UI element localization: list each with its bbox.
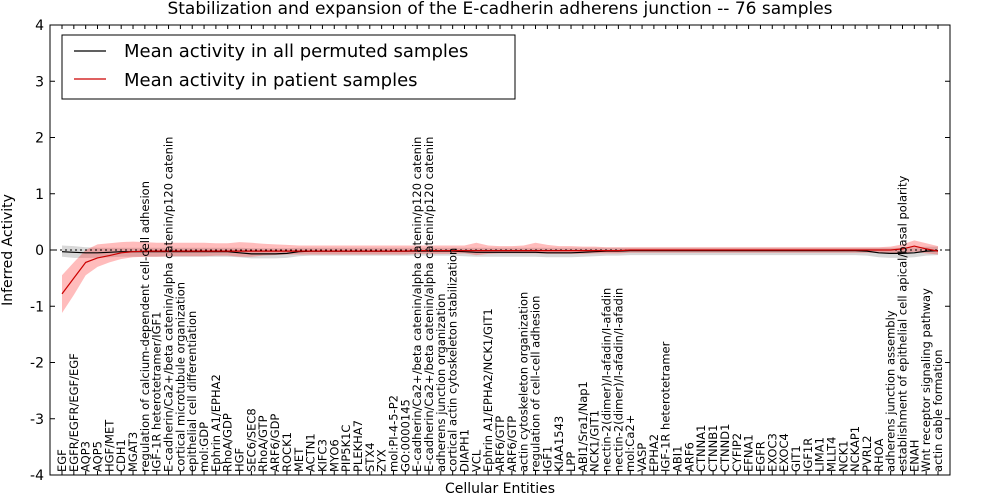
category-label: PVRL2 <box>860 435 874 472</box>
y-tick-label: -4 <box>30 468 44 484</box>
plot-area: -4 -3 -2 -1 0 1 2 3 4EGFEGFR/EGFR/EGF/EGFAQP3AQP… <box>30 18 951 484</box>
category-label: HGF <box>233 448 247 472</box>
category-label: MET <box>292 447 306 472</box>
category-label: establishment of epithelial cell apical/… <box>896 176 910 472</box>
category-label: EFNA1 <box>742 434 756 472</box>
category-label: EPHA2 <box>647 434 661 472</box>
category-label: nectin-2(dimer)/I-afadin/I-afadin <box>600 288 614 472</box>
category-label: mol:Ca2+ <box>623 415 637 472</box>
y-tick-label: 1 <box>35 187 44 203</box>
category-label: HGF/MET <box>102 419 116 472</box>
legend-label-patient: Mean activity in patient samples <box>124 70 418 91</box>
category-label: LPP <box>564 452 578 472</box>
chart-title: Stabilization and expansion of the E-cad… <box>167 0 832 19</box>
category-label: adherens junction assembly <box>884 310 898 472</box>
category-label: RhoA/GDP <box>221 413 235 472</box>
category-label: EGF <box>55 449 69 472</box>
category-label: STX4 <box>363 442 377 472</box>
category-label: KIFC3 <box>315 439 329 472</box>
category-label: Ephrin A1/EPHA2/NCK1/GIT1 <box>481 308 495 472</box>
category-label: regulation of calcium-dependent cell-cel… <box>138 181 152 472</box>
category-label: cortical microtubule organization <box>173 282 187 472</box>
category-label: ENAH <box>907 440 921 472</box>
y-tick-label: 3 <box>35 74 44 90</box>
category-label: ACTN1 <box>304 433 318 472</box>
category-label: IGF-1R heterotetramer/IGF1 <box>150 312 164 472</box>
category-label: AQP5 <box>91 441 105 472</box>
category-label: E-cadherin/Ca2+/beta catenin/alpha caten… <box>162 137 176 472</box>
legend-box <box>61 34 516 100</box>
category-label: MYO6 <box>327 439 341 472</box>
y-tick-label: 4 <box>35 18 44 34</box>
y-tick-label: -3 <box>30 412 44 428</box>
category-label: DIAPH1 <box>458 429 472 472</box>
band-series-1 <box>62 240 938 313</box>
category-label: CTNNB1 <box>706 425 720 472</box>
category-label: IGF1 <box>540 446 554 472</box>
category-label: MGAT3 <box>126 432 140 472</box>
category-label: NCK1/GIT1 <box>588 410 602 472</box>
category-label: CTNND1 <box>718 424 732 472</box>
category-label: ABI1 <box>671 446 685 472</box>
category-label: ARF6/GTP <box>493 416 507 472</box>
category-label: ABI1/Sra1/Nap1 <box>576 381 590 472</box>
line-series-1 <box>61 245 939 295</box>
category-label: actin cable formation <box>931 349 945 472</box>
category-label: EXOC3 <box>765 433 779 472</box>
category-label: MLLT4 <box>825 437 839 473</box>
category-label: EGFR <box>753 441 767 472</box>
category-label: ARF6/GDP <box>268 414 282 472</box>
category-label: CDH1 <box>114 439 128 472</box>
category-label: Ephrin A1/EPHA2 <box>209 374 223 472</box>
category-label: ROCK1 <box>280 432 294 472</box>
category-label: regulation of cell-cell adhesion <box>529 296 543 472</box>
x-axis-label: Cellular Entities <box>445 481 555 497</box>
y-tick-label: -1 <box>30 299 44 315</box>
category-label: GIT1 <box>789 445 803 472</box>
category-label: IGF-1R heterotetramer <box>659 341 673 472</box>
y-tick-label: 2 <box>35 131 44 147</box>
category-label: CYFIP2 <box>730 433 744 472</box>
category-label: GO:0000145 <box>398 399 412 472</box>
category-label: RhoA/GTP <box>256 415 270 472</box>
category-label: CTNNA1 <box>694 425 708 472</box>
category-label: ARF6 <box>682 442 696 472</box>
category-label: EGFR/EGFR/EGF/EGF <box>67 353 81 472</box>
category-label: LIMA1 <box>813 437 827 472</box>
y-axis-label: Inferred Activity <box>0 194 16 306</box>
category-label: AQP3 <box>79 441 93 472</box>
category-label: KIAA1543 <box>552 416 566 472</box>
category-label: VASP <box>635 443 649 472</box>
category-label: SEC6/SEC8 <box>244 408 258 472</box>
category-label: nectin-2(dimer)/I-afadin/I-afadin <box>611 288 625 472</box>
category-label: PIP5K1C <box>339 425 353 472</box>
y-tick-label: 0 <box>35 243 44 259</box>
category-label: cortical actin cytoskeleton stabilizatio… <box>446 248 460 472</box>
category-label: NCKAP1 <box>848 426 862 472</box>
category-label: E-cadherin/Ca2+/beta catenin/alpha caten… <box>410 137 424 472</box>
category-label: mol:GDP <box>197 422 211 472</box>
category-label: mol:PI-4-5-P2 <box>387 395 401 472</box>
category-label: IGF1R <box>801 438 815 472</box>
category-label: RHOA <box>872 439 886 472</box>
category-label: epithelial cell differentiation <box>185 311 199 472</box>
legend: Mean activity in all permuted samples Me… <box>61 34 516 100</box>
category-label: ARF6/GTP <box>505 416 519 472</box>
category-label: VCL <box>469 449 483 472</box>
category-label: Wnt receptor signaling pathway <box>919 288 933 472</box>
category-label: adherens junction organization <box>434 294 448 472</box>
category-label: actin cytoskeleton organization <box>517 292 531 472</box>
legend-label-permuted: Mean activity in all permuted samples <box>124 41 468 62</box>
category-label: E-cadherin/Ca2+/beta catenin/alpha caten… <box>422 137 436 472</box>
y-tick-label: -2 <box>30 356 44 372</box>
category-label: ZYX <box>375 449 389 472</box>
category-label: EXOC4 <box>777 433 791 472</box>
category-label: NCK1 <box>836 441 850 473</box>
category-label: PLEKHA7 <box>351 420 365 472</box>
